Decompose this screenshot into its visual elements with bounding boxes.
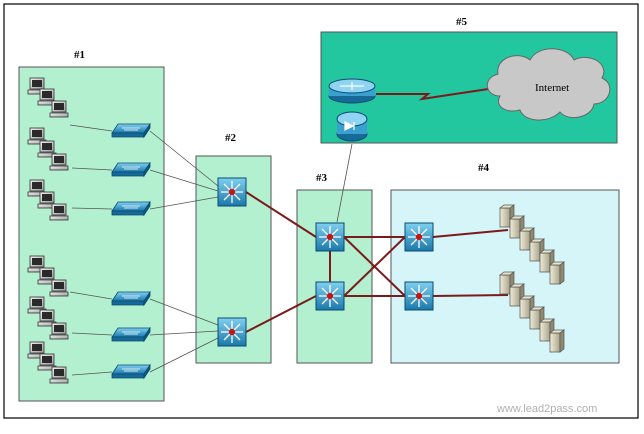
zone-3: #3 [296, 172, 373, 364]
zone-2-label: #2 [225, 132, 237, 144]
zone-1-label: #1 [74, 49, 85, 61]
internet-cloud: Internet [486, 48, 611, 121]
router-arrows-icon [340, 82, 364, 90]
core-switch-2 [315, 281, 345, 311]
server-switch-1 [404, 222, 434, 252]
firewall-icon [344, 121, 355, 131]
distribution-switch-2 [217, 317, 247, 347]
cloud-shape [486, 48, 611, 121]
edge-router [328, 78, 376, 104]
access-switch-2 [111, 162, 151, 177]
zone-4-label: #4 [478, 162, 490, 174]
trunk-links [245, 87, 509, 333]
access-switch-1 [111, 123, 151, 138]
access-switch-5 [111, 327, 151, 342]
cloud-label: Internet [535, 82, 569, 94]
zone-3-label: #3 [316, 172, 328, 184]
access-links [69, 124, 353, 376]
firewall [336, 111, 368, 142]
zone-3-box [296, 189, 373, 364]
access-switch-6 [111, 364, 151, 379]
watermark: www.lead2pass.com [496, 403, 597, 415]
core-switch-1 [315, 222, 345, 252]
zone-4: #4 [390, 162, 620, 364]
distribution-switch-1 [217, 177, 247, 207]
access-switch-3 [111, 201, 151, 216]
zone-5-label: #5 [456, 16, 468, 28]
access-switch-4 [111, 291, 151, 306]
server-switch-2 [404, 281, 434, 311]
